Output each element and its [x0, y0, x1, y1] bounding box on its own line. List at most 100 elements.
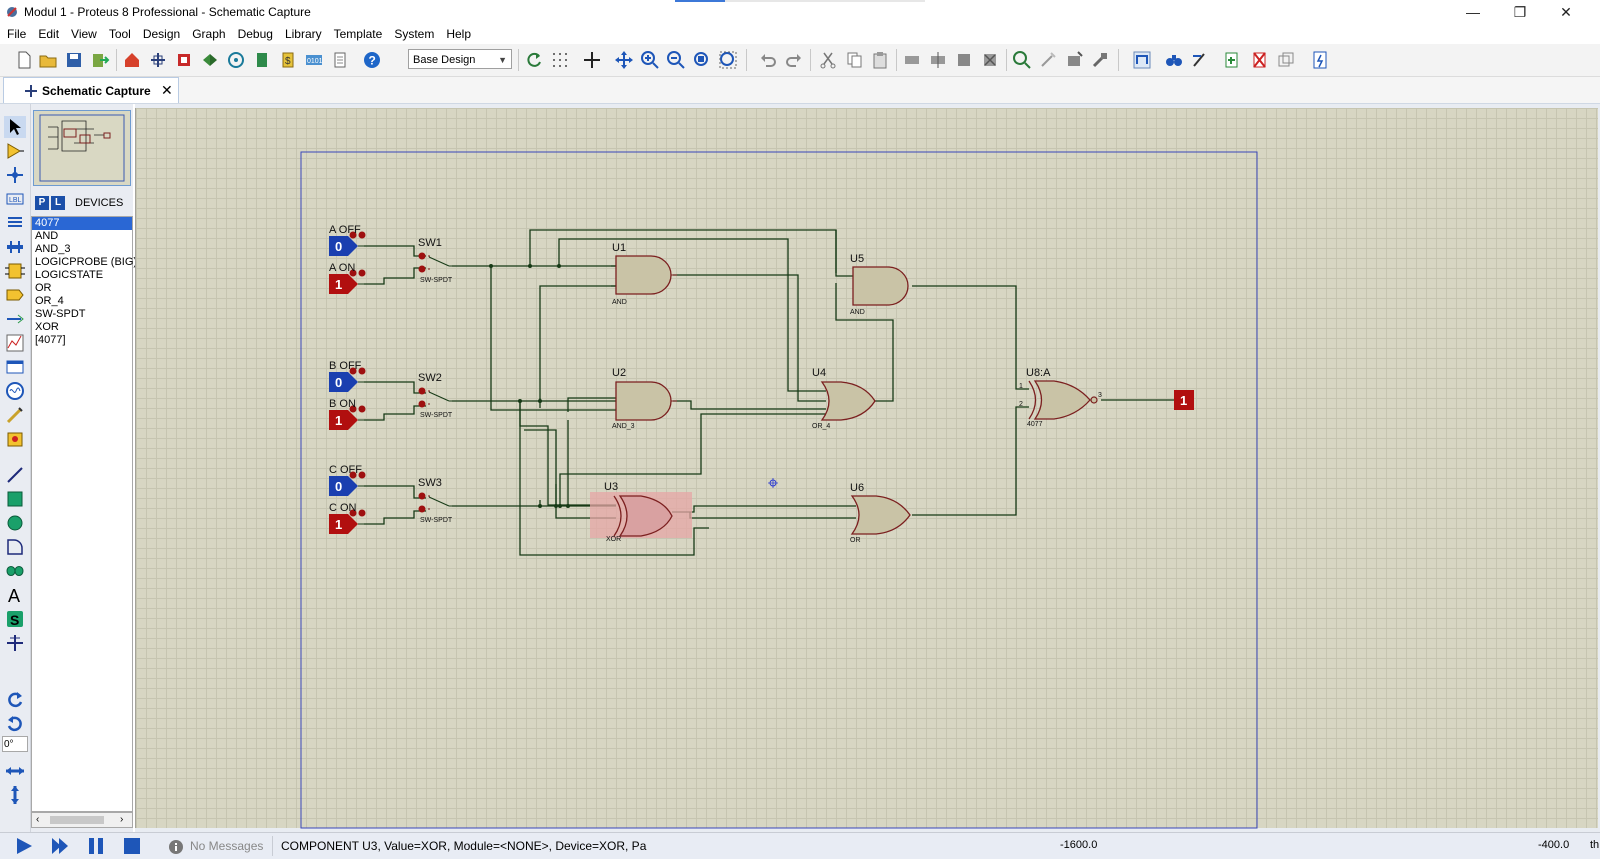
subcircuit-icon[interactable]: [4, 260, 26, 282]
block-rotate-icon[interactable]: [954, 50, 974, 70]
device-list-item[interactable]: OR_4: [35, 295, 64, 307]
menu-edit[interactable]: Edit: [38, 27, 60, 41]
device-list-item[interactable]: XOR: [35, 321, 59, 333]
menu-template[interactable]: Template: [333, 27, 383, 41]
wire-label-icon[interactable]: LBL: [4, 188, 26, 210]
library-manager-button[interactable]: L: [51, 196, 65, 210]
paste-icon[interactable]: [870, 50, 890, 70]
pick-device-icon[interactable]: [1012, 50, 1032, 70]
virtual-instruments-icon[interactable]: [4, 428, 26, 450]
property-assignment-icon[interactable]: [1190, 50, 1210, 70]
pause-icon[interactable]: [86, 836, 106, 856]
text-script-icon[interactable]: [4, 212, 26, 234]
pick-devices-button[interactable]: P: [35, 196, 49, 210]
device-list-item[interactable]: LOGICSTATE: [35, 269, 104, 281]
line-tool-icon[interactable]: [4, 464, 26, 486]
circle-tool-icon[interactable]: [4, 512, 26, 534]
play-icon[interactable]: [14, 836, 34, 856]
bill-of-materials-icon[interactable]: $: [278, 50, 298, 70]
menu-design[interactable]: Design: [142, 27, 181, 41]
home-icon[interactable]: [122, 50, 142, 70]
device-list-item[interactable]: OR: [35, 282, 52, 294]
logic-probe-output[interactable]: 1: [1174, 390, 1194, 410]
menu-file[interactable]: File: [7, 27, 27, 41]
voltage-probe-icon[interactable]: [4, 404, 26, 426]
gate-u8a[interactable]: U8:A 4077 1 2 3: [1019, 367, 1102, 428]
toggle-grid-icon[interactable]: [550, 50, 570, 70]
step-icon[interactable]: [50, 836, 70, 856]
gate-u6[interactable]: U6 OR: [850, 482, 911, 544]
undo-icon[interactable]: [758, 50, 778, 70]
source-code-icon[interactable]: 0101: [304, 50, 324, 70]
gate-u2[interactable]: U2 AND_3: [612, 367, 677, 430]
path-tool-icon[interactable]: [4, 560, 26, 582]
device-pins-icon[interactable]: [4, 308, 26, 330]
junction-dot-icon[interactable]: [4, 164, 26, 186]
zoom-in-icon[interactable]: [640, 50, 660, 70]
device-list-item[interactable]: AND: [35, 230, 59, 242]
device-list-item[interactable]: LOGICPROBE (BIG): [35, 256, 138, 268]
zoom-all-icon[interactable]: [692, 50, 712, 70]
gerber-icon[interactable]: [226, 50, 246, 70]
cut-icon[interactable]: [818, 50, 838, 70]
notes-icon[interactable]: [330, 50, 350, 70]
menu-system[interactable]: System: [394, 27, 435, 41]
logic-state-2[interactable]: 1A ON: [329, 262, 366, 294]
3d-view-icon[interactable]: [200, 50, 220, 70]
block-delete-icon[interactable]: [980, 50, 1000, 70]
electrical-rule-check-icon[interactable]: [1310, 50, 1330, 70]
open-folder-icon[interactable]: [38, 50, 58, 70]
tab-schematic-capture[interactable]: Schematic Capture ✕: [3, 77, 179, 103]
zoom-area-icon[interactable]: [718, 50, 738, 70]
text-tool-icon[interactable]: A: [4, 584, 26, 606]
overview-window[interactable]: [33, 110, 131, 186]
device-list-item[interactable]: 4077: [32, 217, 132, 230]
tape-recorder-icon[interactable]: [4, 356, 26, 378]
component-mode-icon[interactable]: [4, 140, 26, 162]
wire-autorouter-icon[interactable]: [1132, 50, 1152, 70]
search-and-tag-icon[interactable]: [1164, 50, 1184, 70]
menu-graph[interactable]: Graph: [192, 27, 226, 41]
scroll-right-icon[interactable]: ›: [120, 814, 124, 825]
restore-button[interactable]: ❐: [1513, 4, 1527, 20]
gate-u5[interactable]: U5 AND: [850, 253, 909, 316]
variant-select[interactable]: Base Design▼: [408, 49, 512, 69]
pan-icon[interactable]: [614, 50, 634, 70]
menu-help[interactable]: Help: [446, 27, 472, 41]
symbol-tool-icon[interactable]: S: [4, 608, 26, 630]
gate-u1[interactable]: U1 AND: [612, 242, 677, 306]
device-list-item[interactable]: [4077]: [35, 334, 66, 346]
logic-state-3[interactable]: 0B OFF: [329, 360, 366, 392]
pcb-layout-icon[interactable]: [174, 50, 194, 70]
message-count[interactable]: No Messages: [190, 839, 264, 853]
buses-icon[interactable]: [4, 236, 26, 258]
selection-mode-icon[interactable]: [4, 116, 26, 138]
schematic-icon[interactable]: [148, 50, 168, 70]
refresh-icon[interactable]: [524, 50, 544, 70]
origin-icon[interactable]: [582, 50, 602, 70]
stop-icon[interactable]: [122, 836, 142, 856]
logic-state-6[interactable]: 1C ON: [329, 502, 366, 534]
help-icon[interactable]: ?: [362, 50, 382, 70]
new-sheet-icon[interactable]: [1222, 50, 1242, 70]
design-explorer-icon[interactable]: [252, 50, 272, 70]
menu-tool[interactable]: Tool: [108, 27, 131, 41]
mirror-horizontal-icon[interactable]: [4, 760, 26, 782]
logic-state-5[interactable]: 0C OFF: [329, 464, 366, 496]
marker-tool-icon[interactable]: [4, 632, 26, 654]
zoom-out-icon[interactable]: [666, 50, 686, 70]
rotate-anticlockwise-icon[interactable]: [4, 712, 26, 734]
terminals-icon[interactable]: [4, 284, 26, 306]
mirror-vertical-icon[interactable]: [4, 784, 26, 806]
device-list-item[interactable]: AND_3: [35, 243, 71, 255]
device-list-item[interactable]: SW-SPDT: [35, 308, 86, 320]
close-icon[interactable]: ✕: [161, 82, 173, 98]
menu-view[interactable]: View: [71, 27, 97, 41]
redo-icon[interactable]: [784, 50, 804, 70]
remove-sheet-icon[interactable]: [1250, 50, 1270, 70]
copy-icon[interactable]: [844, 50, 864, 70]
